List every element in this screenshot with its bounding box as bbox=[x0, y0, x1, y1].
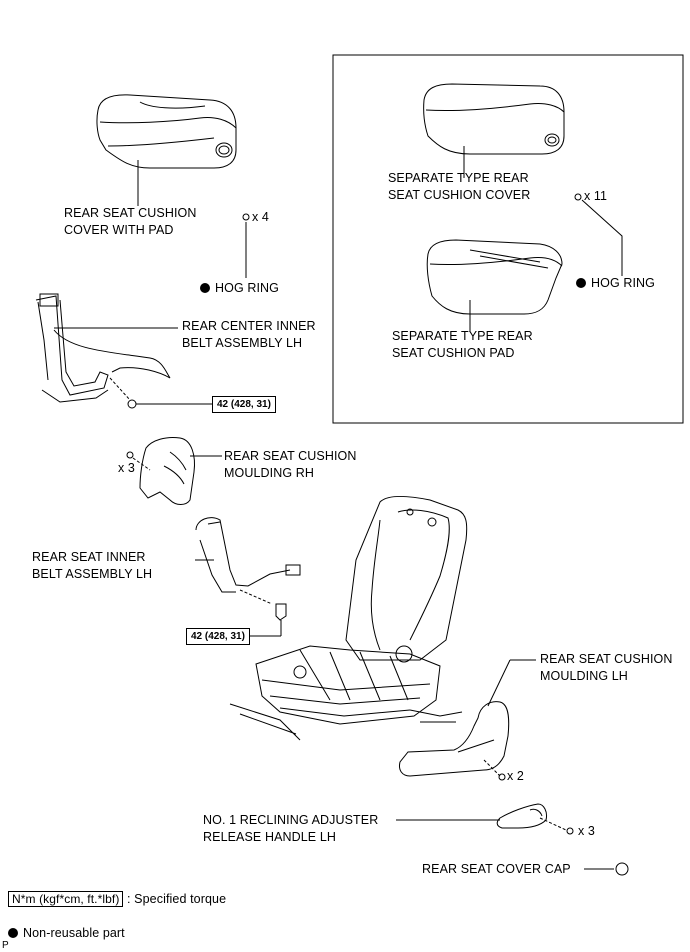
bolt-icon bbox=[127, 399, 137, 409]
bolt-icon-2 bbox=[275, 603, 287, 621]
torque-value-1: 42 (428, 31) bbox=[212, 396, 276, 413]
inner-belt-drawing bbox=[195, 517, 301, 593]
legend-torque-box: N*m (kgf*cm, ft.*lbf) bbox=[8, 891, 124, 907]
moulding-rh-qty: x 3 bbox=[118, 461, 135, 475]
center-inner-belt-drawing bbox=[35, 293, 171, 403]
screw-icon-lh bbox=[498, 773, 506, 781]
separate-cover-drawing bbox=[423, 83, 565, 155]
reclining-qty: x 3 bbox=[578, 824, 595, 838]
label-line: SEPARATE TYPE REAR bbox=[388, 171, 529, 185]
label-center-inner-belt: REAR CENTER INNER BELT ASSEMBLY LH bbox=[182, 318, 316, 352]
label-hog-ring-right: HOG RING bbox=[576, 275, 655, 292]
non-reusable-dot-icon bbox=[576, 278, 586, 288]
legend-torque-text: : Specified torque bbox=[127, 892, 227, 906]
non-reusable-dot-icon bbox=[8, 928, 18, 938]
label-line: RELEASE HANDLE LH bbox=[203, 830, 336, 844]
label-line: NO. 1 RECLINING ADJUSTER bbox=[203, 813, 379, 827]
reclining-handle-drawing bbox=[496, 803, 547, 829]
hog-ring-qty-right: x 11 bbox=[584, 189, 608, 203]
label-line: REAR SEAT CUSHION bbox=[540, 652, 673, 666]
label-separate-cover: SEPARATE TYPE REAR SEAT CUSHION COVER bbox=[388, 170, 530, 204]
label-moulding-lh: REAR SEAT CUSHION MOULDING LH bbox=[540, 651, 673, 685]
separate-type-group-box bbox=[332, 54, 684, 424]
label-line: SEAT CUSHION PAD bbox=[392, 346, 515, 360]
label-line: SEPARATE TYPE REAR bbox=[392, 329, 533, 343]
hog-ring-icon-right bbox=[574, 193, 582, 201]
screw-icon-rh bbox=[126, 451, 134, 459]
non-reusable-dot-icon bbox=[200, 283, 210, 293]
label-line: COVER WITH PAD bbox=[64, 223, 174, 237]
label-reclining-handle: NO. 1 RECLINING ADJUSTER RELEASE HANDLE … bbox=[203, 812, 378, 846]
hog-ring-icon bbox=[242, 213, 250, 221]
label-separate-pad: SEPARATE TYPE REAR SEAT CUSHION PAD bbox=[392, 328, 533, 362]
label-line: REAR CENTER INNER bbox=[182, 319, 316, 333]
cushion-cover-with-pad-drawing bbox=[96, 94, 237, 169]
screw-icon-handle bbox=[566, 827, 574, 835]
label-cover-cap: REAR SEAT COVER CAP bbox=[422, 862, 571, 876]
legend-torque: N*m (kgf*cm, ft.*lbf) : Specified torque bbox=[8, 891, 226, 908]
label-line: MOULDING LH bbox=[540, 669, 628, 683]
hog-ring-text: HOG RING bbox=[215, 281, 279, 295]
label-line: MOULDING RH bbox=[224, 466, 314, 480]
separate-pad-drawing bbox=[426, 239, 563, 315]
label-line: REAR SEAT CUSHION bbox=[224, 449, 357, 463]
moulding-rh-drawing bbox=[139, 437, 195, 505]
cover-cap-icon bbox=[615, 862, 629, 876]
hog-ring-text: HOG RING bbox=[591, 276, 655, 290]
label-line: BELT ASSEMBLY LH bbox=[182, 336, 303, 350]
label-cushion-cover-with-pad: REAR SEAT CUSHION COVER WITH PAD bbox=[64, 205, 197, 239]
label-line: SEAT CUSHION COVER bbox=[388, 188, 531, 202]
label-line: REAR SEAT CUSHION bbox=[64, 206, 197, 220]
seat-frame-drawing bbox=[229, 495, 468, 741]
torque-value-2: 42 (428, 31) bbox=[186, 628, 250, 645]
hog-ring-qty: x 4 bbox=[252, 210, 269, 224]
moulding-lh-qty: x 2 bbox=[507, 769, 524, 783]
label-hog-ring: HOG RING bbox=[200, 280, 279, 297]
label-inner-belt: REAR SEAT INNER BELT ASSEMBLY LH bbox=[32, 549, 152, 583]
moulding-lh-drawing bbox=[399, 701, 510, 777]
legend-non-reusable-text: Non-reusable part bbox=[23, 926, 125, 940]
label-moulding-rh: REAR SEAT CUSHION MOULDING RH bbox=[224, 448, 357, 482]
corner-letter: P bbox=[2, 940, 9, 951]
legend-non-reusable: Non-reusable part bbox=[8, 925, 125, 942]
label-line: REAR SEAT INNER bbox=[32, 550, 146, 564]
label-line: BELT ASSEMBLY LH bbox=[32, 567, 153, 581]
